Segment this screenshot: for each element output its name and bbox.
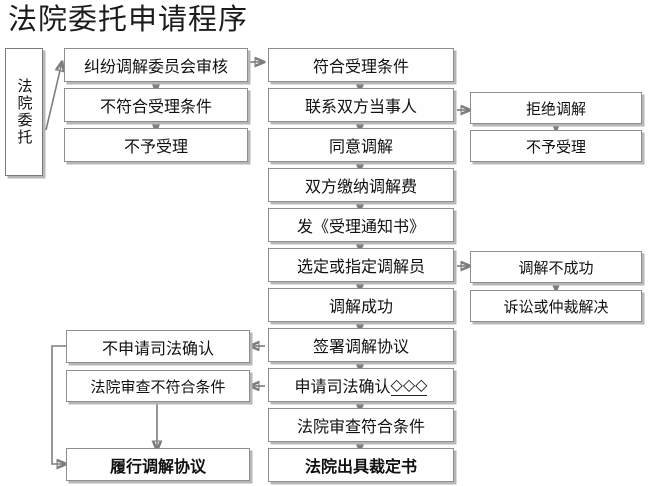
node-M3-agree-to-mediate[interactable]: 同意调解 — [268, 128, 454, 162]
node-label: 不符合受理条件 — [99, 99, 212, 116]
node-M7-mediation-successful[interactable]: 调解成功 — [268, 288, 454, 322]
node-M6-select-or-appoint-mediator[interactable]: 选定或指定调解员 — [268, 248, 454, 282]
node-B2-court-review-fails-conditions[interactable]: 法院审查不符合条件 — [66, 370, 250, 402]
node-M5-issue-acceptance-notice[interactable]: 发《受理通知书》 — [268, 208, 454, 242]
node-label: 不予受理 — [123, 139, 188, 156]
node-R3-mediation-unsuccessful[interactable]: 调解不成功 — [470, 251, 642, 283]
node-label: 纠纷调解委员会审核 — [83, 59, 228, 76]
node-label: 拒绝调解 — [525, 101, 586, 118]
node-label: 调解不成功 — [518, 260, 594, 277]
page-title: 法院委托申请程序 — [8, 4, 249, 36]
node-label: 不申请司法确认 — [101, 340, 214, 358]
node-label: 双方缴纳调解费 — [304, 179, 417, 196]
node-label-suffix-diamonds: ◇◇◇ — [390, 376, 428, 396]
node-M11-court-issues-ruling[interactable]: 法院出具裁定书 — [268, 448, 454, 482]
entry-box-label: 法院委托 — [15, 78, 33, 146]
wire-entry-to-L1 — [45, 62, 62, 131]
node-label: 选定或指定调解员 — [296, 259, 425, 276]
node-label: 符合受理条件 — [312, 59, 409, 76]
node-label: 调解成功 — [328, 299, 393, 316]
node-label: 不予受理 — [525, 139, 586, 156]
node-label: 诉讼或仲裁解决 — [503, 299, 609, 316]
node-B1-no-judicial-confirmation-application[interactable]: 不申请司法确认 — [66, 330, 250, 363]
node-label: 法院审查符合条件 — [296, 419, 425, 436]
node-R4-litigation-or-arbitration[interactable]: 诉讼或仲裁解决 — [470, 290, 642, 322]
node-label: 履行调解协议 — [109, 458, 206, 476]
node-label: 发《受理通知书》 — [296, 219, 425, 236]
node-M4-both-parties-pay-mediation-fee[interactable]: 双方缴纳调解费 — [268, 168, 454, 202]
node-L1-dispute-committee-review[interactable]: 纠纷调解委员会审核 — [64, 48, 248, 82]
node-R2-not-accepted[interactable]: 不予受理 — [470, 130, 642, 162]
node-label: 联系双方当事人 — [304, 99, 417, 116]
node-M8-sign-mediation-agreement[interactable]: 签署调解协议 — [268, 328, 454, 362]
node-label: 签署调解协议 — [312, 339, 409, 356]
node-label: 法院出具裁定书 — [304, 459, 417, 476]
node-L3-rejected-not-accepted[interactable]: 不予受理 — [64, 128, 248, 162]
node-label: 申请司法确认 — [294, 379, 391, 396]
node-M10-court-review-meets-conditions[interactable]: 法院审查符合条件 — [268, 408, 454, 442]
entry-box-court-commission[interactable]: 法院委托 — [5, 48, 43, 176]
node-M1-meets-acceptance-conditions[interactable]: 符合受理条件 — [268, 48, 454, 82]
wire-B1-B3 — [51, 345, 68, 464]
node-L2-not-meeting-acceptance-conditions[interactable]: 不符合受理条件 — [64, 88, 248, 122]
node-B3-perform-mediation-agreement[interactable]: 履行调解协议 — [66, 448, 250, 481]
node-label: 同意调解 — [328, 139, 393, 156]
node-label: 法院审查不符合条件 — [90, 379, 226, 396]
node-M9-apply-judicial-confirmation[interactable]: 申请司法确认◇◇◇ — [268, 368, 454, 402]
node-M2-contact-both-parties[interactable]: 联系双方当事人 — [268, 88, 454, 122]
node-R1-refuse-mediation[interactable]: 拒绝调解 — [470, 92, 642, 124]
